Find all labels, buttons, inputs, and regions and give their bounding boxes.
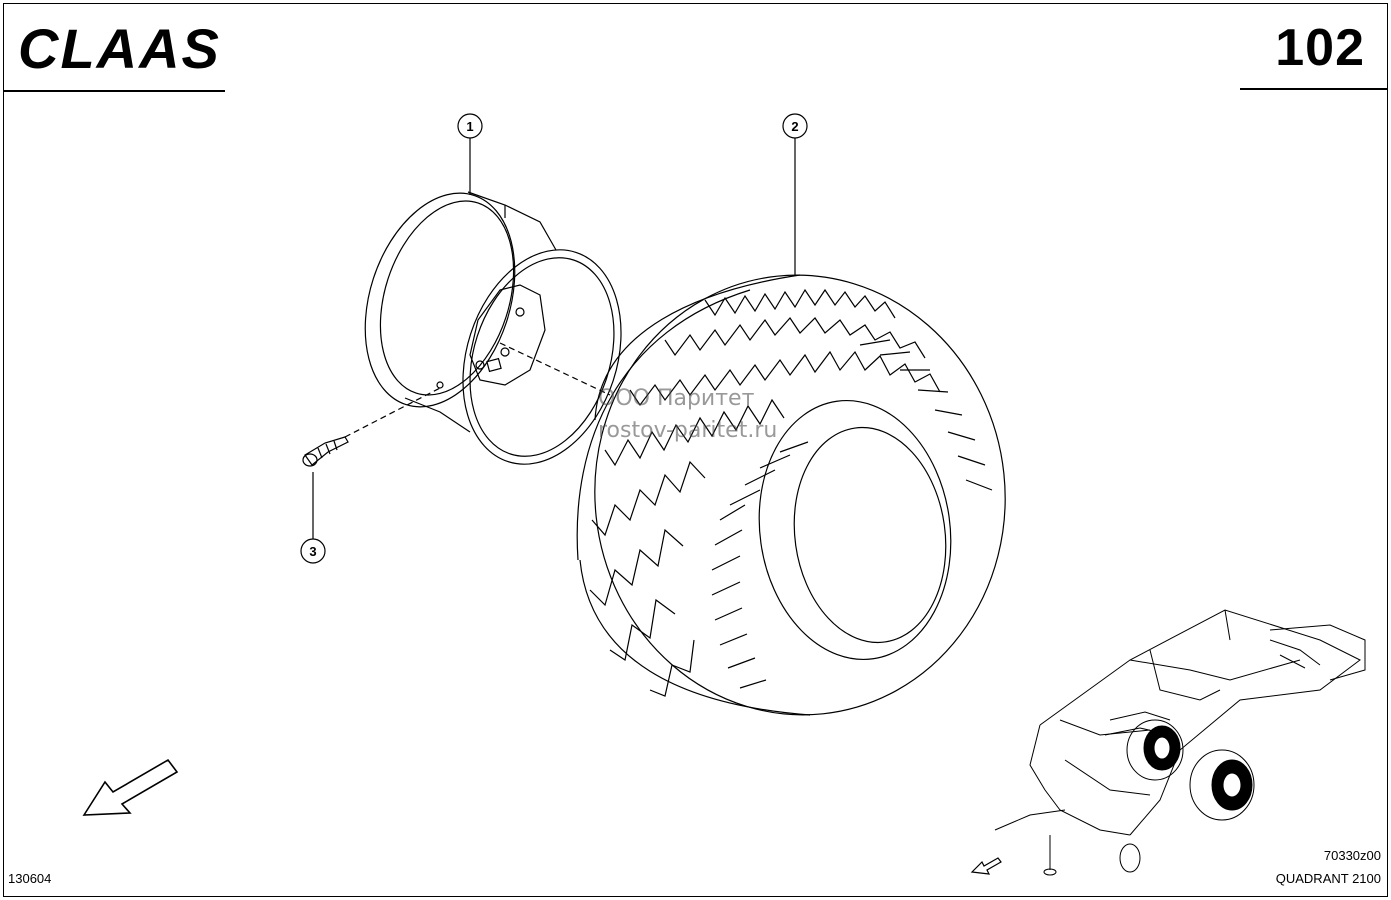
claas-logo-icon: CLAAS <box>18 22 221 74</box>
callout-circle-3 <box>300 538 326 564</box>
page-number-rule <box>1240 88 1388 90</box>
watermark: ООО Паритет rostov-paritet.ru <box>598 383 777 447</box>
model-name: QUADRANT 2100 <box>1275 871 1381 886</box>
drawing-code: 70330z00 <box>1323 848 1381 863</box>
valve-drawing <box>302 436 349 467</box>
direction-arrow-icon <box>82 758 179 816</box>
sheet-code: 130604 <box>8 871 52 886</box>
callout-number-1: 1 <box>466 119 473 134</box>
logo-rule <box>3 90 225 92</box>
callout-number-3: 3 <box>309 544 316 559</box>
baler-overview-icon <box>970 609 1366 876</box>
callout-number-2: 2 <box>791 119 798 134</box>
page-number: 102 <box>1275 19 1365 77</box>
tyre-drawing <box>576 274 1006 716</box>
watermark-url: rostov-paritet.ru <box>598 418 778 443</box>
brand-logo-text: CLAAS <box>18 22 221 74</box>
rim-drawing <box>364 191 622 465</box>
watermark-company: ООО Паритет <box>598 386 755 411</box>
callout-circle-2 <box>782 113 808 139</box>
sheet-frame <box>3 3 1388 897</box>
callout-circle-1 <box>457 113 483 139</box>
